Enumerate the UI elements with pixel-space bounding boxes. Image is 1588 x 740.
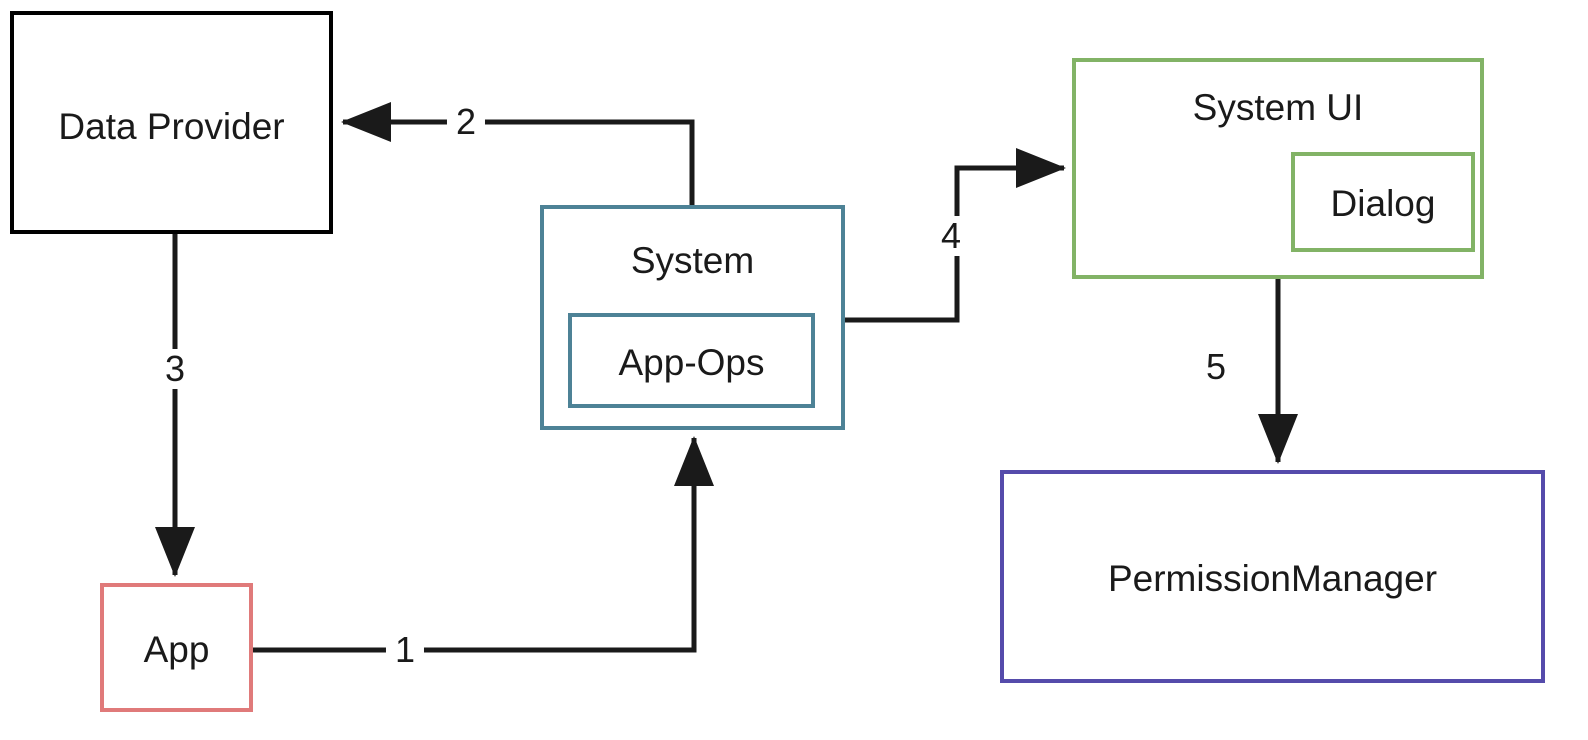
node-app-label: App bbox=[143, 629, 210, 670]
edge-label-2: 2 bbox=[446, 102, 486, 142]
edge-label-1: 1 bbox=[385, 630, 425, 670]
node-data-provider-label: Data Provider bbox=[58, 106, 285, 147]
node-app-ops[interactable]: App-Ops bbox=[568, 313, 815, 408]
node-system-label: System bbox=[630, 240, 755, 281]
node-data-provider[interactable]: Data Provider bbox=[10, 11, 333, 234]
node-app[interactable]: App bbox=[100, 583, 253, 712]
node-permission-manager-label: PermissionManager bbox=[1107, 558, 1438, 599]
edge-label-5: 5 bbox=[1205, 346, 1227, 387]
edge-label-3: 3 bbox=[155, 349, 195, 389]
edge-1-path bbox=[253, 436, 714, 653]
node-dialog-label: Dialog bbox=[1330, 183, 1436, 224]
node-system-ui-label: System UI bbox=[1192, 87, 1364, 128]
node-permission-manager[interactable]: PermissionManager bbox=[1000, 470, 1545, 683]
node-app-ops-label: App-Ops bbox=[618, 342, 765, 383]
edge-2-path bbox=[341, 102, 695, 205]
edge-label-4: 4 bbox=[931, 216, 971, 256]
node-dialog[interactable]: Dialog bbox=[1291, 152, 1475, 252]
